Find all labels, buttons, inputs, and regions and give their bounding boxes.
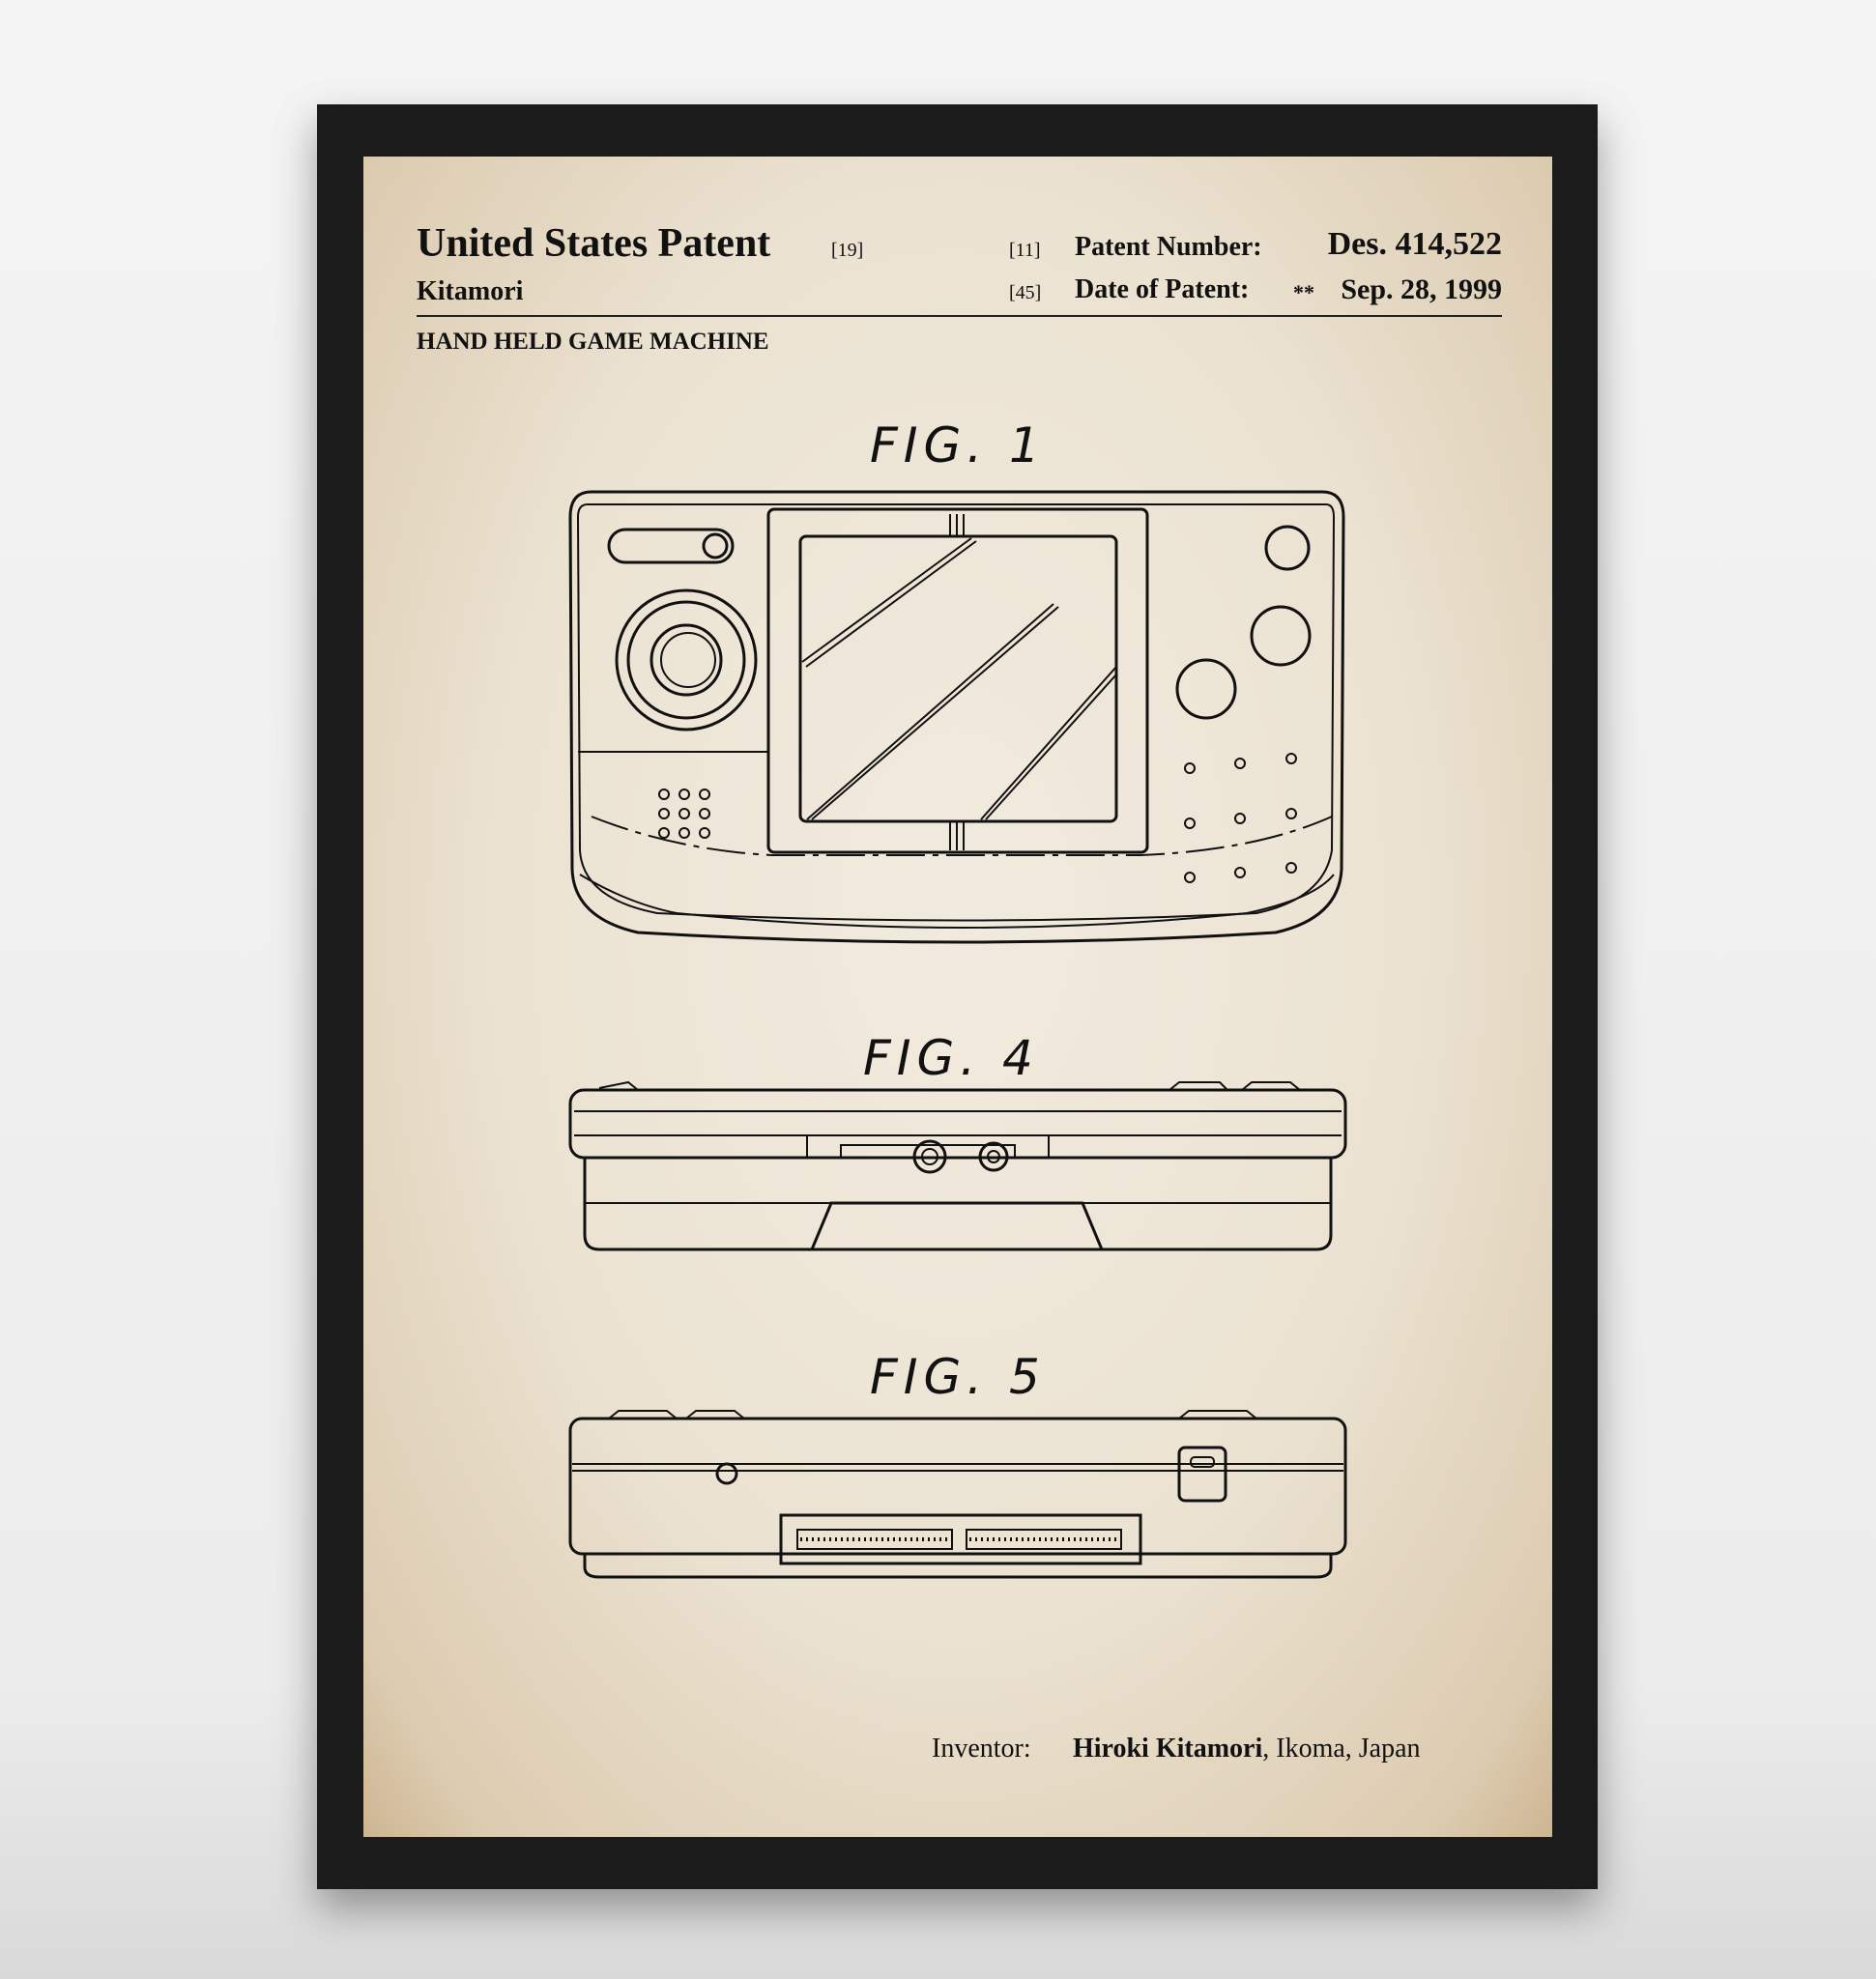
fig-5-label: FIG. 5	[870, 1349, 1046, 1405]
inventor-label: Inventor:	[932, 1734, 1031, 1764]
fig-5-drawing	[568, 1410, 1347, 1579]
date-code: [45]	[1009, 282, 1042, 303]
patent-title: United States Patent	[417, 221, 771, 266]
fig-4-drawing	[568, 1080, 1347, 1251]
fig-1-drawing	[568, 490, 1345, 944]
inventor-line: Hiroki Kitamori, Ikoma, Japan	[1073, 1734, 1421, 1764]
fig-4-label: FIG. 4	[863, 1030, 1039, 1086]
inventor-surname: Kitamori	[417, 276, 524, 306]
date-label: Date of Patent:	[1075, 274, 1250, 304]
fig-1-label: FIG. 1	[870, 417, 1046, 473]
patent-number-code: [11]	[1009, 240, 1041, 261]
title-code: [19]	[831, 240, 864, 261]
patent-number: Des. 414,522	[1327, 226, 1502, 262]
inventor-name: Hiroki Kitamori	[1073, 1734, 1263, 1764]
patent-date: Sep. 28, 1999	[1341, 273, 1502, 305]
patent-paper	[363, 157, 1552, 1837]
patent-number-label: Patent Number:	[1075, 232, 1262, 262]
inventor-location: , Ikoma, Japan	[1262, 1734, 1421, 1764]
header-divider	[417, 315, 1502, 317]
date-marker: **	[1293, 280, 1314, 304]
invention-title: HAND HELD GAME MACHINE	[417, 329, 769, 355]
